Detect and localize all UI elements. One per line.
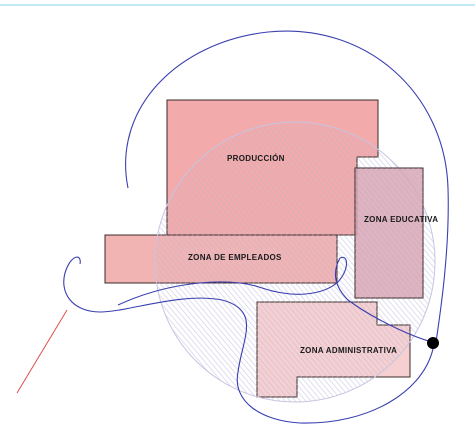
zona-educativa-hatch — [355, 168, 423, 298]
zona-empleados-label: ZONA DE EMPLEADOS — [188, 253, 282, 262]
zona-administrativa-label: ZONA ADMINISTRATIVA — [300, 346, 397, 355]
produccion-label: PRODUCCIÓN — [227, 154, 285, 163]
outer-boundary-curve — [125, 30, 449, 343]
marker-dot — [427, 337, 439, 349]
inner-path-curve — [117, 256, 348, 306]
zona-educativa-label: ZONA EDUCATIVA — [364, 215, 438, 224]
east-path-curve — [334, 257, 433, 343]
access-line — [16, 309, 68, 394]
lower-boundary-curve — [63, 256, 435, 424]
